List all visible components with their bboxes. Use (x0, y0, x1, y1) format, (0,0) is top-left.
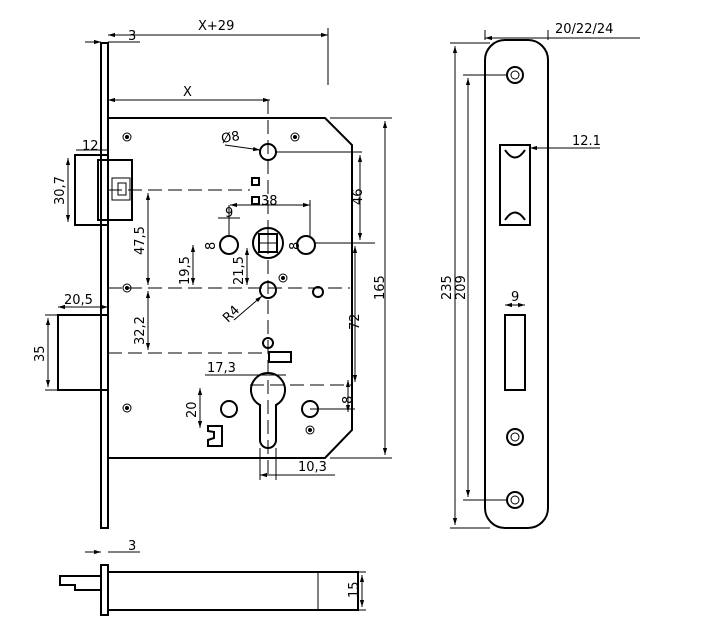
dim-32-2: 32,2 (133, 316, 148, 345)
latch-bottom (59, 575, 102, 591)
dim-21-5: 21,5 (232, 256, 247, 285)
faceplate (100, 42, 109, 529)
dim-latch-width: 12 (82, 139, 99, 154)
dim-x-plus-29: X+29 (198, 19, 234, 34)
dim-radius: R4 (220, 303, 243, 326)
dim-46: 46 (351, 188, 366, 205)
dim-17-3: 17,3 (207, 361, 236, 376)
dim-10-3: 10,3 (298, 460, 327, 475)
dim-latch-slot: 12.1 (572, 134, 601, 149)
dim-209: 209 (454, 275, 469, 300)
dim-bolt-slot: 9 (511, 290, 519, 305)
side-view: 20/22/24 12.1 235 209 9 (440, 22, 640, 529)
latch-bolt (74, 154, 133, 226)
dim-8: 8 (341, 396, 356, 404)
dim-235: 235 (440, 275, 455, 300)
bottom-view: 3 15 (59, 539, 366, 616)
dim-x: X (183, 85, 192, 100)
dim-latch-height: 30,7 (53, 176, 68, 205)
dim-hole-spacing-9: 9 (225, 206, 233, 221)
dim-20: 20 (185, 401, 200, 418)
dim-spindle-38: 38 (261, 194, 278, 209)
dim-165: 165 (373, 275, 388, 300)
dim-hole-diameter: Ø8 (220, 129, 241, 147)
dim-19-5: 19,5 (178, 256, 193, 285)
faceplate-side (484, 39, 549, 529)
dim-bottom-height: 15 (347, 581, 362, 598)
bolt-slot (504, 314, 526, 391)
screw-hole-icons (506, 66, 524, 509)
dim-left-hole-8: 8 (204, 242, 219, 250)
lock-body (108, 117, 353, 459)
latch-slot (499, 144, 531, 226)
screw-icons (122, 132, 315, 435)
dim-72: 72 (348, 313, 363, 330)
dim-bolt-throw: 20,5 (64, 293, 93, 308)
dim-right-hole-8: 8 (288, 242, 303, 250)
dim-47-5: 47,5 (133, 226, 148, 255)
front-view: X+29 3 X Ø8 12 30,7 38 9 8 8 46 47,5 19,… (33, 19, 392, 529)
dim-faceplate-widths: 20/22/24 (555, 22, 613, 37)
dim-bolt-height: 35 (33, 345, 48, 362)
body-bottom (107, 571, 359, 611)
dim-faceplate-3: 3 (128, 29, 136, 44)
dim-bottom-thickness: 3 (128, 539, 136, 554)
